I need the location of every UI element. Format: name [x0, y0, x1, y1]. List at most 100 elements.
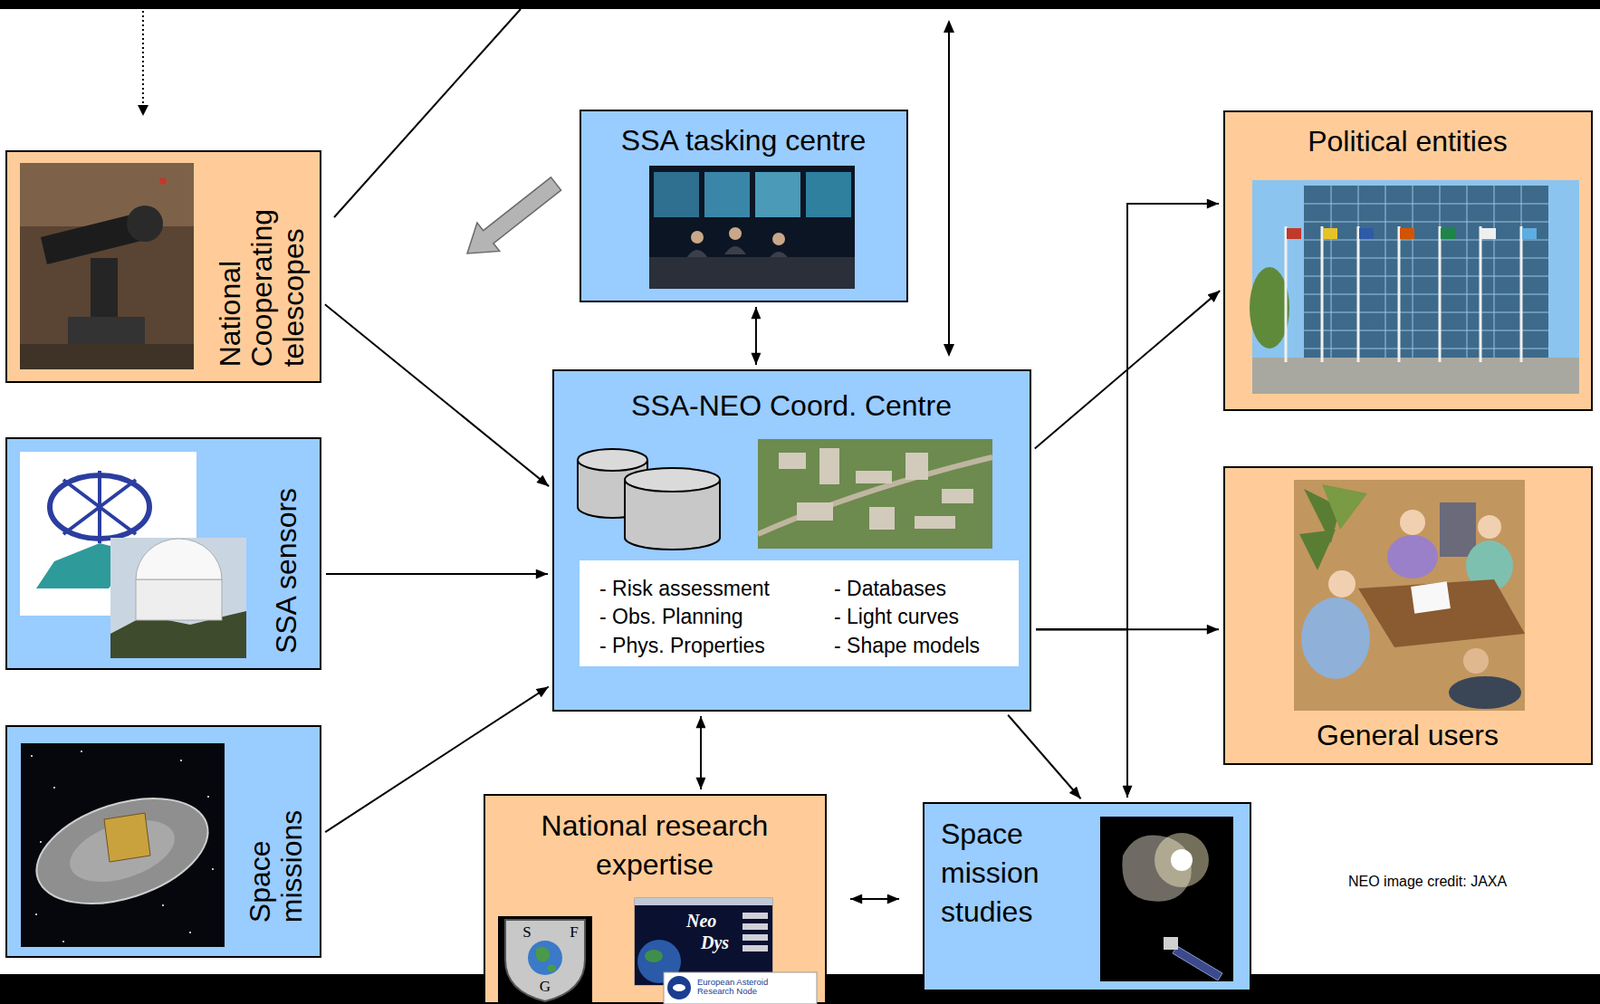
telescope-pier [90, 258, 118, 322]
telescope-light [159, 177, 167, 185]
sunshield-disc [23, 778, 222, 923]
list-item: - Risk assessment [599, 576, 826, 603]
text-slot: Space mission studies [940, 814, 1095, 933]
connector-arrow [1035, 628, 1219, 631]
person-body [1448, 676, 1522, 709]
mount-truss [63, 470, 136, 544]
plaza [1252, 357, 1580, 394]
flag [1359, 228, 1374, 240]
box-title: SSA sensors [269, 453, 302, 654]
connector-arrow [325, 573, 548, 575]
operator-head [772, 232, 786, 246]
box-title: Political entities [1232, 123, 1583, 162]
building-grid [1303, 185, 1549, 363]
connector-arrow [850, 898, 900, 901]
aerial-road [757, 457, 993, 535]
connector-arrow [1035, 203, 1219, 630]
database-top [624, 468, 720, 492]
operator-head [690, 230, 704, 244]
operator-head [728, 227, 742, 240]
dome-photo [110, 537, 247, 659]
probe-body [1163, 937, 1179, 950]
dome-hill [110, 611, 247, 659]
dome-top [135, 538, 222, 580]
control-screen [805, 172, 852, 218]
logo-word: Neo [686, 910, 723, 932]
stars [31, 751, 213, 942]
browser-bar [634, 898, 773, 906]
text-slot: - Shape models [833, 633, 1016, 660]
control-room-photo [649, 165, 855, 289]
text-slot: - Databases [833, 576, 1016, 603]
partner-box: General users [1223, 466, 1593, 766]
text-slot: National Cooperating telescopes [201, 152, 324, 382]
box-title: Space missions [243, 760, 307, 924]
website-panel [634, 905, 773, 986]
database-top [577, 449, 648, 471]
label-slot: F [565, 923, 584, 942]
chair [1439, 502, 1476, 557]
flag-poles [1285, 226, 1522, 363]
database-cylinder [577, 459, 648, 518]
list-item: - Obs. Planning [599, 604, 826, 631]
box-title: Space mission studies [940, 814, 1095, 933]
paper-sheet [1410, 581, 1451, 614]
person-body [1465, 540, 1514, 592]
box-title: SSA-NEO Coord. Centre [561, 387, 1022, 426]
label-slot: G [536, 977, 555, 997]
box-title: National Cooperating telescopes [214, 166, 311, 367]
partner-box: National research expertise [483, 794, 827, 1004]
list-item: - Databases [833, 576, 1016, 603]
un-photo-sky [1252, 180, 1580, 394]
text-slot: SSA tasking centre [588, 122, 899, 161]
dome-base [135, 579, 222, 621]
agency-box: Space mission studies [922, 802, 1252, 992]
earn-logo [663, 972, 817, 1004]
flag [1522, 228, 1537, 240]
label-slot: Neo [686, 910, 723, 932]
text-slot: Space missions [231, 727, 320, 957]
website-screenshot [634, 898, 773, 986]
offpage-head-down [943, 344, 955, 357]
text-slot: General users [1232, 717, 1583, 756]
operator-bodies [686, 246, 790, 260]
partner-box: National Cooperating telescopes [5, 150, 322, 384]
connector-arrow [1034, 290, 1220, 449]
label-slot: S [517, 923, 537, 942]
aerial-buildings [778, 448, 974, 530]
dotted-feed-line [142, 10, 144, 106]
partner-box: Political entities [1223, 110, 1593, 412]
control-screen [653, 172, 700, 218]
earth-land [644, 949, 663, 963]
logo-letter: G [536, 977, 555, 997]
spacecraft-image [20, 743, 225, 948]
list-item: - Light curves [833, 604, 1016, 631]
text-slot: - Risk assessment [599, 576, 826, 603]
connector-arrow [1035, 629, 1128, 798]
control-screen [755, 172, 801, 218]
mount-drawing [19, 451, 197, 616]
flag [1286, 228, 1302, 240]
offpage-double-line [948, 30, 950, 346]
label-slot: NEO image credit: JAXA [1348, 873, 1586, 891]
logo-globe [527, 940, 563, 976]
control-screen [704, 172, 750, 218]
person-head [1463, 648, 1489, 674]
text-slot: National research expertise [492, 806, 817, 885]
plant-leaf [1299, 529, 1336, 571]
box-title: National research expertise [492, 806, 817, 885]
globe-land [536, 946, 556, 972]
offpage-link-line [334, 9, 521, 218]
meeting-clipart [1293, 479, 1525, 711]
logo-shield [505, 919, 585, 1002]
text-slot: SSA-NEO Coord. Centre [561, 387, 1022, 426]
connector-arrow [699, 716, 702, 790]
text-slot: Political entities [1232, 123, 1583, 162]
control-desk [649, 257, 855, 289]
earn-emblem-orbit [672, 984, 686, 992]
spacecraft-body [104, 813, 151, 863]
person-body [1301, 597, 1371, 680]
impact-glow [1154, 833, 1209, 888]
list-item: - Phys. Properties [599, 633, 826, 660]
earth-image [637, 939, 681, 984]
